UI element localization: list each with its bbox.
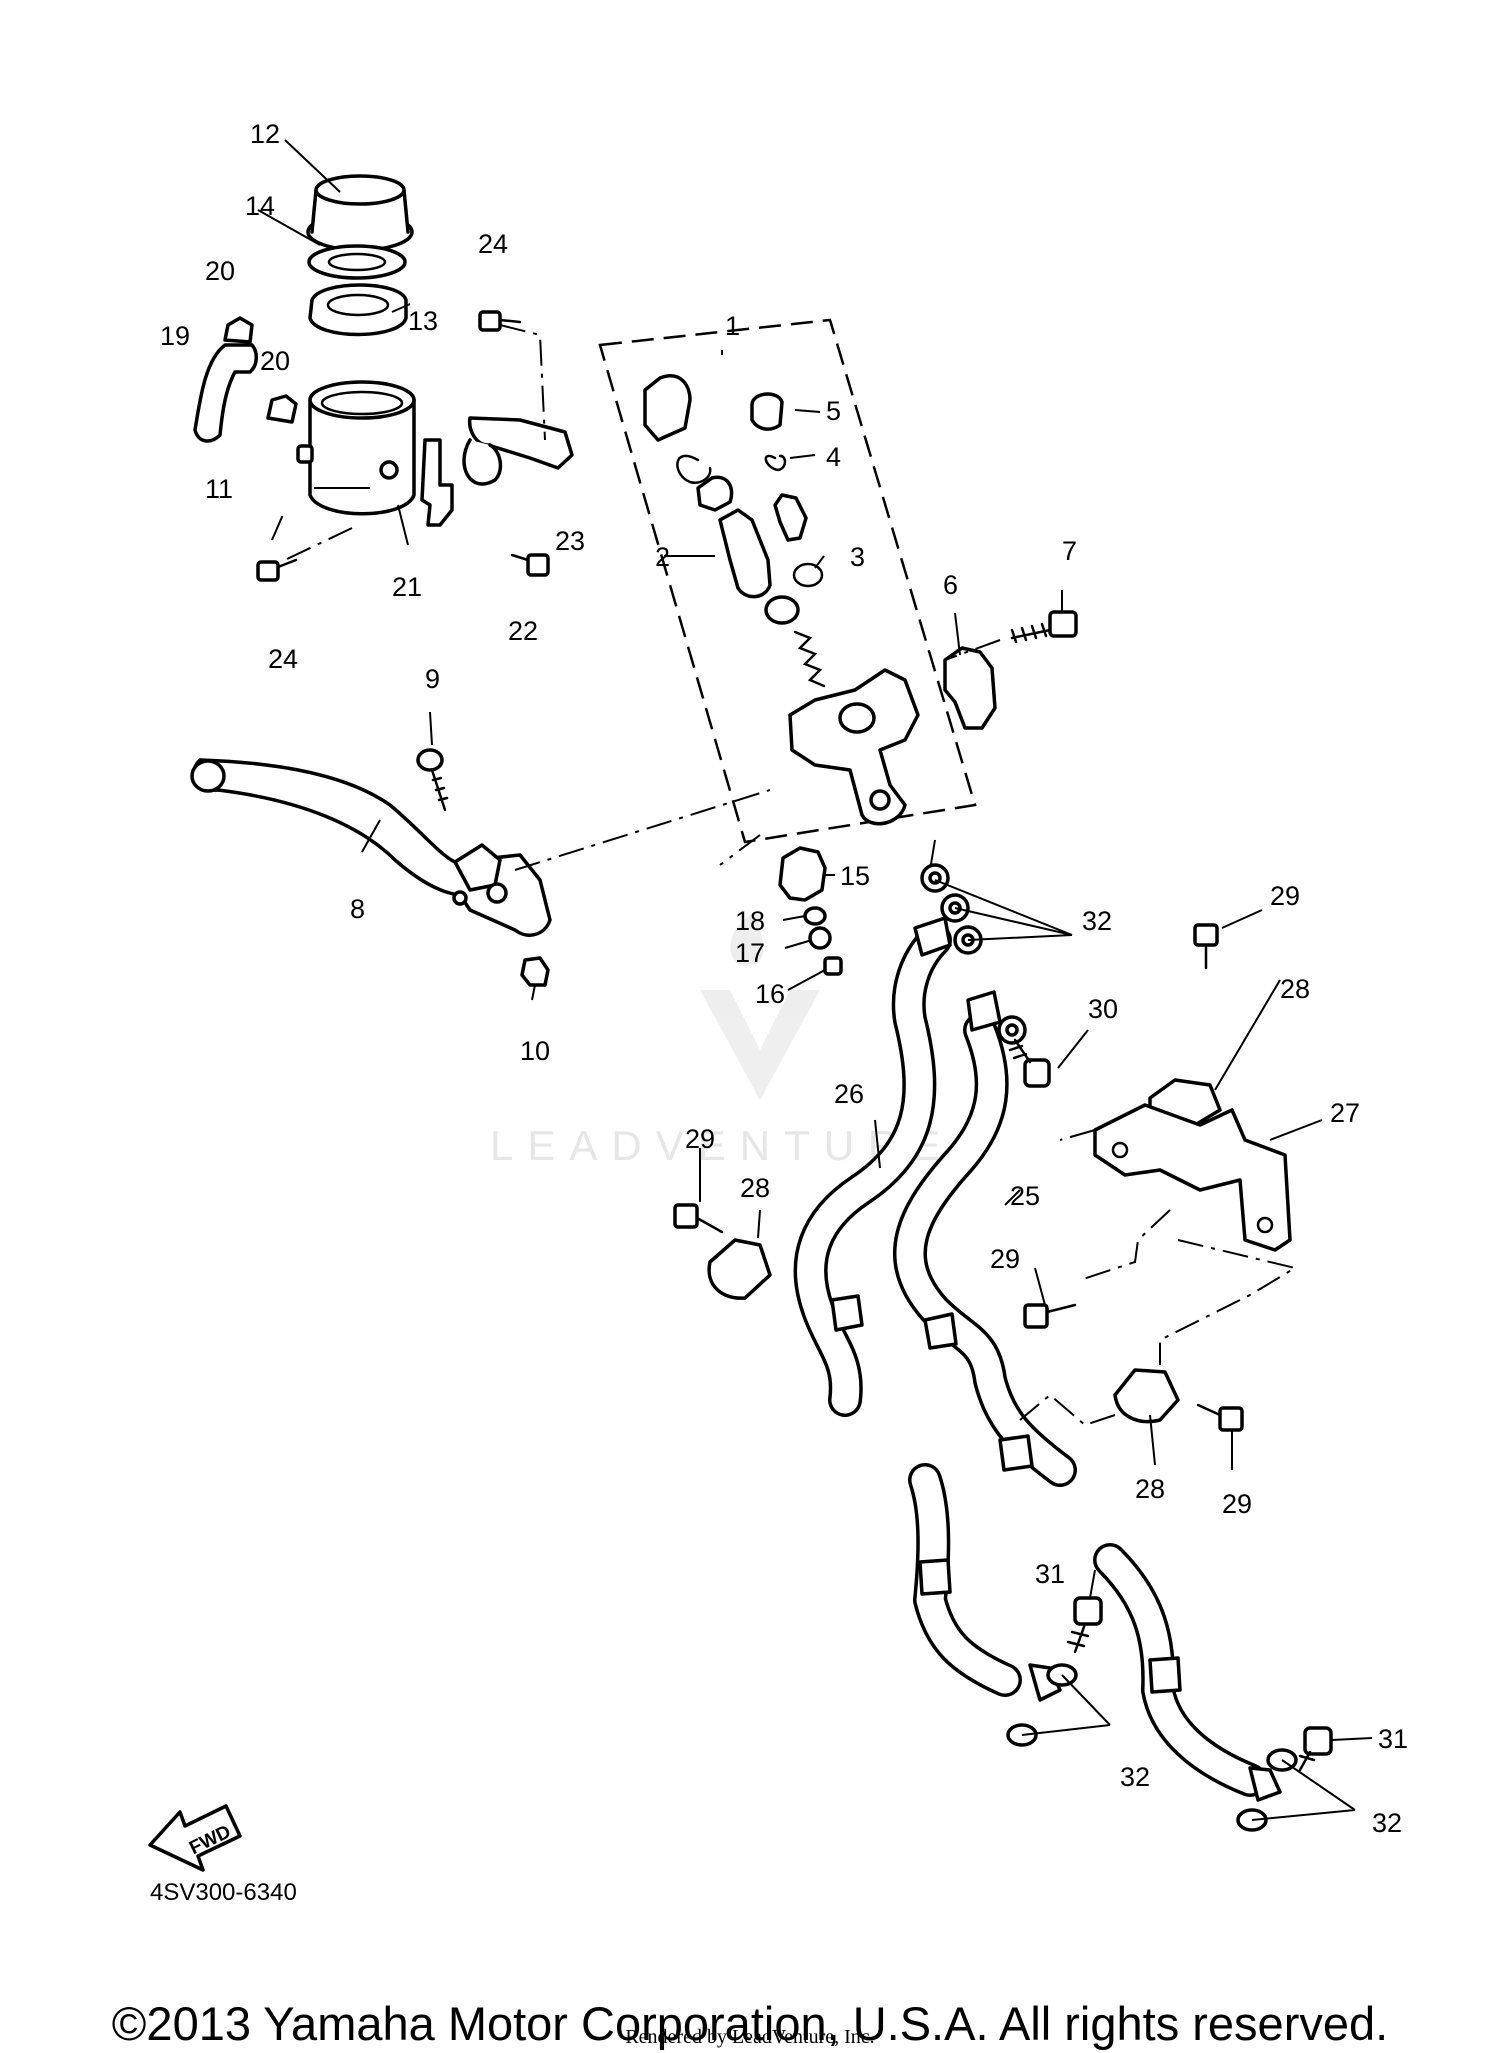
fwd-arrow: FWD xyxy=(148,1804,242,1872)
callout-32-right: 32 xyxy=(1372,1808,1402,1838)
callout-31-left: 31 xyxy=(1035,1559,1065,1589)
circlip xyxy=(676,454,712,484)
assembly-lines xyxy=(271,324,1298,1427)
spring-17 xyxy=(808,926,832,950)
callout-28-right: 28 xyxy=(1135,1474,1165,1504)
callout-28-left: 28 xyxy=(740,1173,770,1203)
callout-9: 9 xyxy=(425,664,440,694)
callout-21: 21 xyxy=(392,572,422,602)
callout-32-left: 32 xyxy=(1120,1762,1150,1792)
bolt-29-top xyxy=(1193,923,1219,970)
callout-20-upper: 20 xyxy=(205,256,235,286)
union-bolt-31-right xyxy=(1298,1726,1333,1772)
callout-17: 17 xyxy=(735,938,765,968)
watermark-text: LEADVENTURE xyxy=(490,1122,954,1169)
diagram-code: 4SV300-6340 xyxy=(150,1879,297,1906)
bolt-29-left xyxy=(673,1203,724,1234)
bolt-29-right xyxy=(1196,1403,1244,1432)
callout-29-right: 29 xyxy=(1222,1489,1252,1519)
reservoir-plate xyxy=(308,283,408,337)
rendered-by-notice: Rendered by LeadVenture, Inc. xyxy=(625,2026,875,2048)
brake-hose-25 xyxy=(893,990,1267,1797)
callout-20-lower: 20 xyxy=(260,346,290,376)
callout-12: 12 xyxy=(250,119,280,149)
oring-3 xyxy=(792,562,824,588)
oring-4 xyxy=(764,454,787,472)
callout-18: 18 xyxy=(735,906,765,936)
bolt-29-mid xyxy=(1023,1303,1077,1329)
callout-29-mid: 29 xyxy=(990,1244,1020,1274)
callout-24-bottom: 24 xyxy=(268,644,298,674)
nut-10 xyxy=(520,956,550,987)
kit-1-boundary xyxy=(598,318,977,844)
callout-13: 13 xyxy=(408,306,438,336)
reservoir-hose xyxy=(193,343,258,443)
copyright-notice: ©2013 Yamaha Motor Corporation, U.S.A. A… xyxy=(111,1997,1389,2050)
union-bolt-30 xyxy=(1008,1038,1051,1088)
callout-25: 25 xyxy=(1010,1181,1040,1211)
union-bolt-31-left xyxy=(1066,1596,1103,1654)
holder-6 xyxy=(943,646,997,730)
callout-10: 10 xyxy=(520,1036,550,1066)
callout-7: 7 xyxy=(1062,536,1077,566)
master-cylinder-body xyxy=(788,668,920,826)
hose-clamp-28-right xyxy=(1113,1368,1180,1424)
screw-22 xyxy=(510,553,550,577)
bolt-7 xyxy=(1010,610,1078,644)
hose-bracket-27 xyxy=(1093,1103,1292,1252)
piston-cup xyxy=(696,475,734,512)
callout-31-right: 31 xyxy=(1378,1724,1408,1754)
screw-24-bottom xyxy=(256,558,298,582)
piston-boot xyxy=(643,374,692,442)
piston-seal xyxy=(764,595,800,625)
watermark-logo xyxy=(700,910,820,1100)
callout-14: 14 xyxy=(245,191,275,221)
screw-16 xyxy=(823,956,843,976)
callout-28-top: 28 xyxy=(1280,974,1310,1004)
callout-4: 4 xyxy=(826,442,841,472)
callout-29-left: 29 xyxy=(685,1124,715,1154)
hose-clip-lower xyxy=(266,394,298,424)
callout-22: 22 xyxy=(508,616,538,646)
callout-29-top: 29 xyxy=(1270,881,1300,911)
piston-spring xyxy=(793,630,826,688)
callout-2: 2 xyxy=(655,542,670,572)
reservoir-stay xyxy=(462,416,574,486)
pivot-bolt-9 xyxy=(416,748,449,812)
callout-5: 5 xyxy=(826,396,841,426)
callout-11: 11 xyxy=(205,474,233,504)
union-joint xyxy=(773,493,808,542)
hose-clamp-28-left xyxy=(707,1238,772,1300)
callout-32-top: 32 xyxy=(1082,906,1112,936)
brake-lever xyxy=(190,758,552,937)
callout-26: 26 xyxy=(834,1079,864,1109)
hose-clip-upper xyxy=(223,316,254,344)
reservoir-grommet xyxy=(750,392,784,431)
reservoir-bracket xyxy=(420,438,454,527)
washer-18 xyxy=(803,906,827,926)
callout-30: 30 xyxy=(1088,994,1118,1024)
callout-27: 27 xyxy=(1330,1098,1360,1128)
callout-23: 23 xyxy=(555,526,585,556)
reservoir-body xyxy=(296,380,416,516)
callout-15: 15 xyxy=(840,861,870,891)
reservoir-diaphragm xyxy=(307,244,407,280)
callout-19: 19 xyxy=(160,321,190,351)
callout-24-top: 24 xyxy=(478,229,508,259)
callout-6: 6 xyxy=(943,570,958,600)
reservoir-cap xyxy=(306,174,414,252)
brake-hose-26 xyxy=(793,916,1022,1697)
brake-switch xyxy=(778,846,827,902)
callout-3: 3 xyxy=(850,542,865,572)
callout-8: 8 xyxy=(350,894,365,924)
screw-24-top xyxy=(478,310,522,332)
callout-16: 16 xyxy=(755,979,785,1009)
callout-1: 1 xyxy=(725,311,740,341)
leader-lines xyxy=(257,139,1373,1821)
piston xyxy=(718,508,772,599)
